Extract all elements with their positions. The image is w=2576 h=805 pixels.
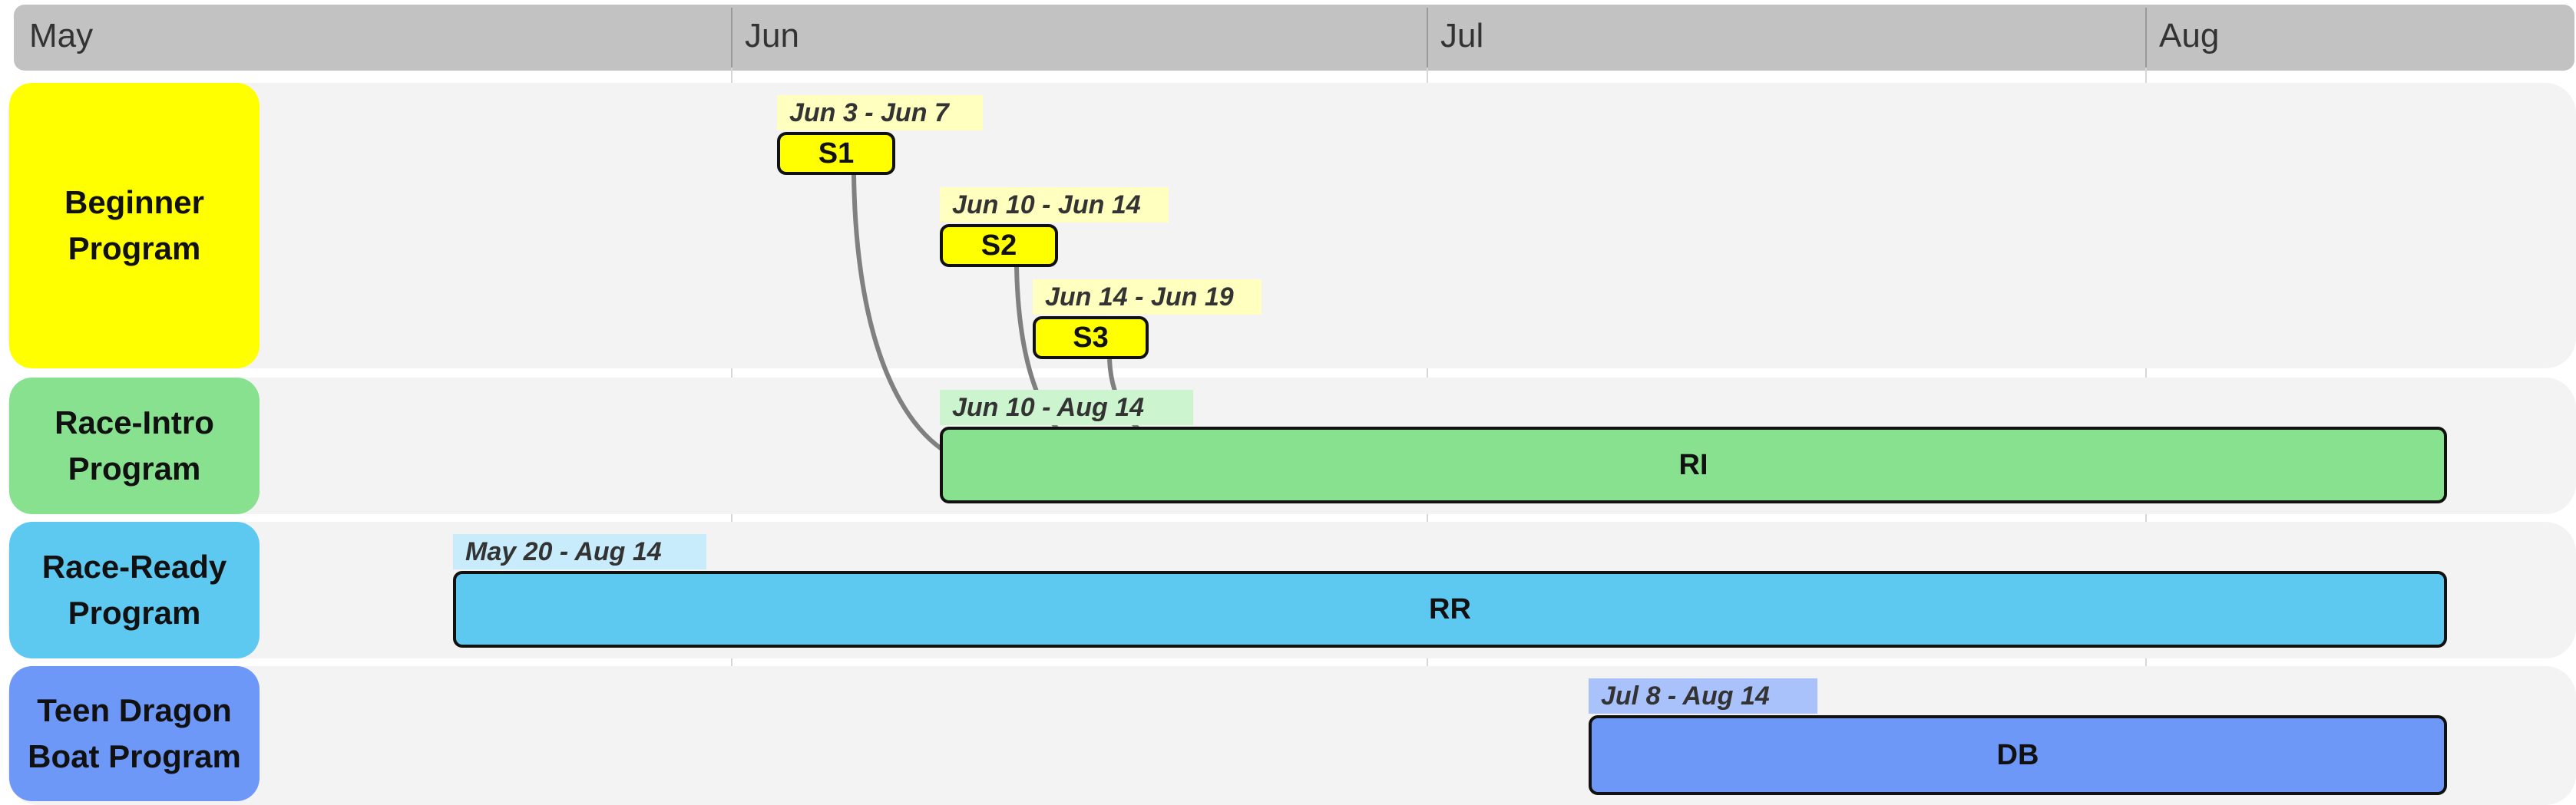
lane-label-line: Race-Ready [41, 549, 227, 585]
month-divider [1427, 8, 1428, 68]
date-range-label: Jun 10 - Jun 14 [940, 187, 1169, 223]
timeline-header [14, 5, 2574, 71]
task-label: S1 [818, 137, 855, 170]
date-range-label: May 20 - Aug 14 [453, 534, 706, 569]
task-bar-s2[interactable]: S2 [940, 224, 1058, 267]
lane-label-line: Program [68, 450, 201, 487]
lane-label-line: Program [68, 595, 201, 631]
lane-background [8, 83, 2576, 368]
month-label: May [29, 17, 94, 54]
task-label: S3 [1073, 321, 1109, 354]
month-label: Jun [745, 17, 799, 54]
task-label: RR [1429, 592, 1471, 625]
date-range-label: Jun 3 - Jun 7 [777, 95, 983, 130]
month-label: Jul [1440, 17, 1484, 54]
lane-label-line: Teen Dragon [37, 692, 232, 728]
task-bar-s1[interactable]: S1 [777, 132, 895, 175]
date-range-label: Jul 8 - Aug 14 [1589, 678, 1817, 714]
date-range-label: Jun 10 - Aug 14 [940, 390, 1193, 425]
date-range-label: Jun 14 - Jun 19 [1033, 279, 1262, 315]
month-divider [2145, 8, 2147, 68]
task-label: DB [1996, 738, 2039, 771]
lane-label-line: Boat Program [28, 738, 241, 774]
task-label: RI [1678, 448, 1708, 481]
task-bar-db[interactable]: DB [1589, 715, 2447, 795]
lane-label-line: Race-Intro [55, 404, 214, 440]
month-divider [731, 8, 732, 68]
task-label: S2 [980, 229, 1017, 262]
task-bar-ri[interactable]: RI [940, 427, 2447, 503]
lane-label-line: Beginner [64, 184, 205, 220]
task-bar-s3[interactable]: S3 [1033, 316, 1149, 359]
lane-label-line: Program [68, 230, 201, 266]
task-bar-rr[interactable]: RR [453, 571, 2447, 648]
month-label: Aug [2159, 17, 2220, 54]
